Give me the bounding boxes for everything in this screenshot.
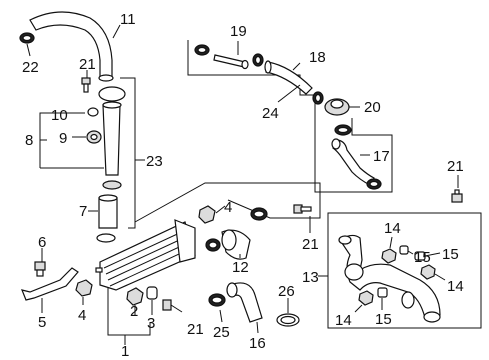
callout-4-left: 4: [78, 307, 86, 324]
callout-12: 12: [232, 259, 249, 276]
callout-8: 8: [25, 132, 33, 149]
callout-15-bottom: 15: [375, 311, 392, 328]
callout-15-top: 15: [414, 249, 431, 266]
callout-2: 2: [130, 303, 138, 320]
hose-12: [221, 229, 251, 260]
callout-14-right: 14: [447, 278, 464, 295]
callout-25: 25: [213, 324, 230, 341]
callout-9: 9: [59, 130, 67, 147]
nut-4-right: [198, 205, 216, 224]
clamp-24: [312, 91, 324, 105]
callout-14-bottom: 14: [335, 312, 352, 329]
clamp-25: [208, 293, 226, 307]
hose-18: [264, 60, 313, 95]
tube-23: [98, 86, 126, 190]
plug-20: [324, 98, 350, 116]
callout-22: 22: [22, 59, 39, 76]
intercooler-1: [95, 219, 196, 291]
nut-2: [126, 287, 144, 306]
sensor-9: [86, 130, 102, 144]
callout-1: 1: [121, 343, 129, 360]
callout-16: 16: [249, 335, 266, 352]
callout-14-top: 14: [384, 220, 401, 237]
upper-hose-11: [29, 11, 114, 82]
tube-19: [213, 54, 249, 70]
clamp-19b: [252, 53, 264, 67]
callout-4-right: 4: [224, 199, 232, 216]
callout-20: 20: [364, 99, 381, 116]
pipe-assembly-13: [338, 234, 441, 323]
callout-18: 18: [309, 49, 326, 66]
clamp-26: [276, 313, 300, 327]
callout-5: 5: [38, 314, 46, 331]
nut-14a: [381, 248, 397, 264]
callout-13: 13: [302, 269, 319, 286]
clamp-17b: [366, 178, 382, 190]
callout-17: 17: [373, 148, 390, 165]
callout-24: 24: [262, 105, 279, 122]
bolt-21-mid: [293, 204, 312, 214]
bolt-21-bottom: [162, 299, 183, 313]
callout-21-right: 21: [447, 158, 464, 175]
coupler-7: [96, 194, 118, 243]
clamp-12b: [205, 238, 221, 252]
assembly-13-box: [327, 212, 482, 329]
hose-16: [226, 282, 263, 323]
callout-21-mid: 21: [302, 236, 319, 253]
callout-21-top: 21: [79, 56, 96, 73]
callout-26: 26: [278, 283, 295, 300]
nut-4-left: [75, 279, 93, 297]
bracket-5: [21, 267, 79, 301]
bolt-21-right: [451, 189, 463, 203]
nut-14c: [358, 290, 374, 306]
callout-11: 11: [120, 11, 136, 28]
callout-23: 23: [146, 153, 163, 170]
callout-6: 6: [38, 234, 46, 251]
clamp-19a: [194, 44, 210, 56]
grommet-3: [146, 286, 158, 300]
plug-15a: [399, 245, 409, 255]
cap-10: [87, 107, 99, 117]
callout-15-right: 15: [442, 246, 459, 263]
bolt-21-top: [81, 77, 91, 93]
plug-15c: [377, 287, 388, 298]
hose-17: [331, 138, 375, 186]
hose-clamp-22: [19, 32, 35, 44]
callout-19: 19: [230, 23, 247, 40]
clamp-12a: [250, 207, 268, 221]
callout-7: 7: [79, 203, 87, 220]
callout-21-bottom: 21: [187, 321, 204, 338]
callout-3: 3: [147, 315, 155, 332]
callout-10: 10: [51, 107, 68, 124]
bolt-6: [34, 261, 46, 277]
clamp-17a: [334, 124, 352, 136]
nut-14b: [420, 264, 436, 280]
